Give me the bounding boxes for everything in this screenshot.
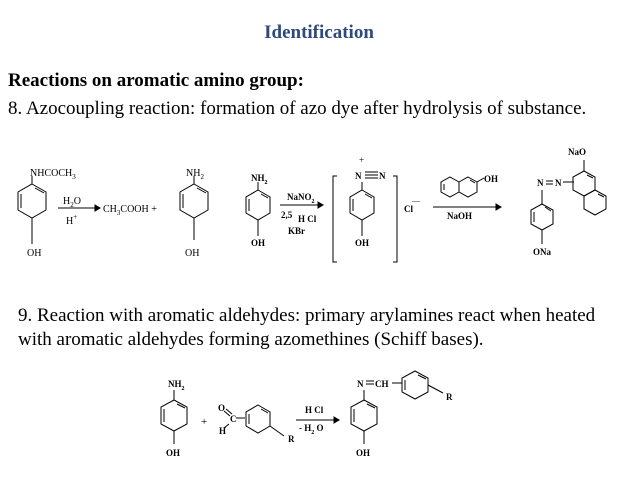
nano2-label: NaNO2 <box>287 192 315 205</box>
minus-water-label: - H2 O <box>299 423 324 436</box>
oh-label: OH <box>27 248 41 259</box>
n-label: N <box>355 171 362 181</box>
nhcoch3-label: NHCOCH3 <box>30 168 76 181</box>
item-9-text: 9. Reaction with aromatic aldehydes: pri… <box>18 305 596 350</box>
aminophenol-structure-3: NH2 OH <box>160 379 188 458</box>
r-label: R <box>446 392 453 402</box>
plus-charge: + <box>359 155 364 165</box>
azomethine-structure: N CH R OH <box>350 370 453 458</box>
plus-sign: + <box>201 416 207 428</box>
oh-label: OH <box>166 448 180 458</box>
h2o-label: H2O <box>63 196 81 209</box>
ona-label: ONa <box>533 247 552 257</box>
carbon-label: C <box>230 414 237 424</box>
aminophenol-structure-1: NH2 OH <box>179 168 209 259</box>
section-heading: Reactions on aromatic amino group: <box>8 70 304 91</box>
n-label: N <box>537 178 544 188</box>
aminophenol-structure-2: NH2 OH <box>245 173 271 248</box>
hcl-label: H Cl <box>305 405 324 415</box>
chloride-label: Cl <box>404 204 413 214</box>
aldehyde-structure: O C H R <box>218 403 295 444</box>
azo-dye-structure: NaO N N ONa <box>530 147 607 257</box>
oh-label: OH <box>484 174 498 184</box>
acetic-acid-label: CH3COOH + <box>103 204 157 217</box>
diazotization-arrow: NaNO2 2,5 H Cl KBr <box>280 192 324 236</box>
coupling-arrow: NaOH <box>433 203 502 221</box>
oh-label: OH <box>185 248 199 259</box>
n-label: N <box>555 178 562 188</box>
oh-label: OH <box>355 238 369 248</box>
hcl-label: H Cl <box>298 214 317 224</box>
n-label: N <box>379 171 386 181</box>
item-8-text: 8. Azocoupling reaction: formation of az… <box>8 98 587 119</box>
nh2-label: NH2 <box>168 379 185 392</box>
n-label: N <box>357 379 364 389</box>
acetanilide-structure: NHCOCH3 OH <box>17 168 76 259</box>
ch-label: CH <box>375 379 389 389</box>
page-title: Identification <box>264 22 374 43</box>
hplus-label: H+ <box>66 213 77 227</box>
naphthol-reagent: OH <box>440 174 498 198</box>
nh2-label: NH2 <box>251 173 268 186</box>
hydrogen-label: H <box>219 426 226 436</box>
diazonium-salt-structure: + N N OH Cl — <box>332 155 421 263</box>
oh-label: OH <box>251 238 265 248</box>
nh2-label: NH2 <box>186 168 204 181</box>
kbr-label: KBr <box>288 226 305 236</box>
oh-label: OH <box>356 448 370 458</box>
minus-charge: — <box>411 196 421 205</box>
r-label: R <box>288 434 295 444</box>
temperature-label: 2,5 <box>281 210 293 220</box>
naoh-label: NaOH <box>447 211 472 221</box>
oxygen-label: O <box>218 403 225 413</box>
condensation-arrow: H Cl - H2 O <box>296 405 340 436</box>
nao-label: NaO <box>568 147 586 157</box>
hydrolysis-arrow: H2O H+ <box>58 196 101 227</box>
